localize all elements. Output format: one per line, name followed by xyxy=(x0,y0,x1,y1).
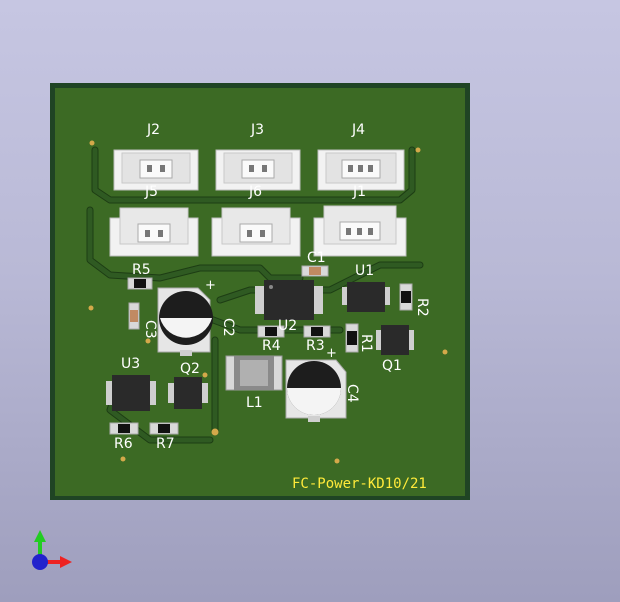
label-j4: J4 xyxy=(351,122,365,138)
connector-j2[interactable] xyxy=(113,149,199,191)
label-c3: C3 xyxy=(142,320,158,339)
label-c4: C4 xyxy=(344,384,360,403)
inductor-l1[interactable] xyxy=(225,355,283,391)
connector-j5[interactable] xyxy=(109,207,199,257)
connector-j1[interactable] xyxy=(313,205,407,257)
resistor-r2[interactable] xyxy=(399,283,413,311)
vias xyxy=(88,140,448,464)
label-j5: J5 xyxy=(144,184,158,200)
silkscreen-labels: J2 J3 J4 J5 J6 J1 R5 C3 C2 C1 U1 R2 U2 R… xyxy=(114,122,430,452)
transistor-q1[interactable] xyxy=(376,325,414,355)
label-j2: J2 xyxy=(146,122,160,138)
label-c2: C2 xyxy=(220,318,236,337)
ic-u3[interactable] xyxy=(106,375,156,411)
ic-u1[interactable] xyxy=(342,282,390,312)
resistor-r7[interactable] xyxy=(149,422,179,435)
transistor-q2[interactable] xyxy=(168,377,208,409)
label-j1: J1 xyxy=(352,184,366,200)
label-l1: L1 xyxy=(246,395,263,411)
capacitor-c3[interactable] xyxy=(128,302,140,330)
label-r1: R1 xyxy=(358,334,374,353)
label-r2: R2 xyxy=(414,298,430,317)
connector-j4[interactable] xyxy=(317,149,405,191)
label-q2: Q2 xyxy=(180,361,200,377)
label-c1: C1 xyxy=(307,250,326,266)
label-q1: Q1 xyxy=(382,358,402,374)
polarity-mark-c2: + xyxy=(205,278,216,293)
label-j3: J3 xyxy=(250,122,264,138)
label-r5: R5 xyxy=(132,262,151,278)
capacitor-c2[interactable] xyxy=(157,287,213,356)
capacitor-c4[interactable] xyxy=(285,359,347,422)
label-r6: R6 xyxy=(114,436,133,452)
label-j6: J6 xyxy=(248,184,262,200)
connector-j3[interactable] xyxy=(215,149,301,191)
label-u3: U3 xyxy=(121,356,140,372)
resistor-r5[interactable] xyxy=(127,277,153,290)
polarity-mark-c4: + xyxy=(326,346,337,361)
label-u1: U1 xyxy=(355,263,374,279)
resistor-r4[interactable] xyxy=(257,325,285,338)
ic-u2[interactable] xyxy=(255,280,323,320)
resistor-r6[interactable] xyxy=(109,422,139,435)
label-u2: U2 xyxy=(278,318,297,334)
label-r4: R4 xyxy=(262,338,281,354)
resistor-r1[interactable] xyxy=(345,323,359,353)
board-title: FC-Power-KD10/21 xyxy=(292,476,427,492)
xyz-axes-icon xyxy=(32,530,72,570)
label-r3: R3 xyxy=(306,338,325,354)
resistor-r3[interactable] xyxy=(303,325,331,338)
connector-j6[interactable] xyxy=(211,207,301,257)
label-r7: R7 xyxy=(156,436,175,452)
capacitor-c1[interactable] xyxy=(301,265,329,277)
